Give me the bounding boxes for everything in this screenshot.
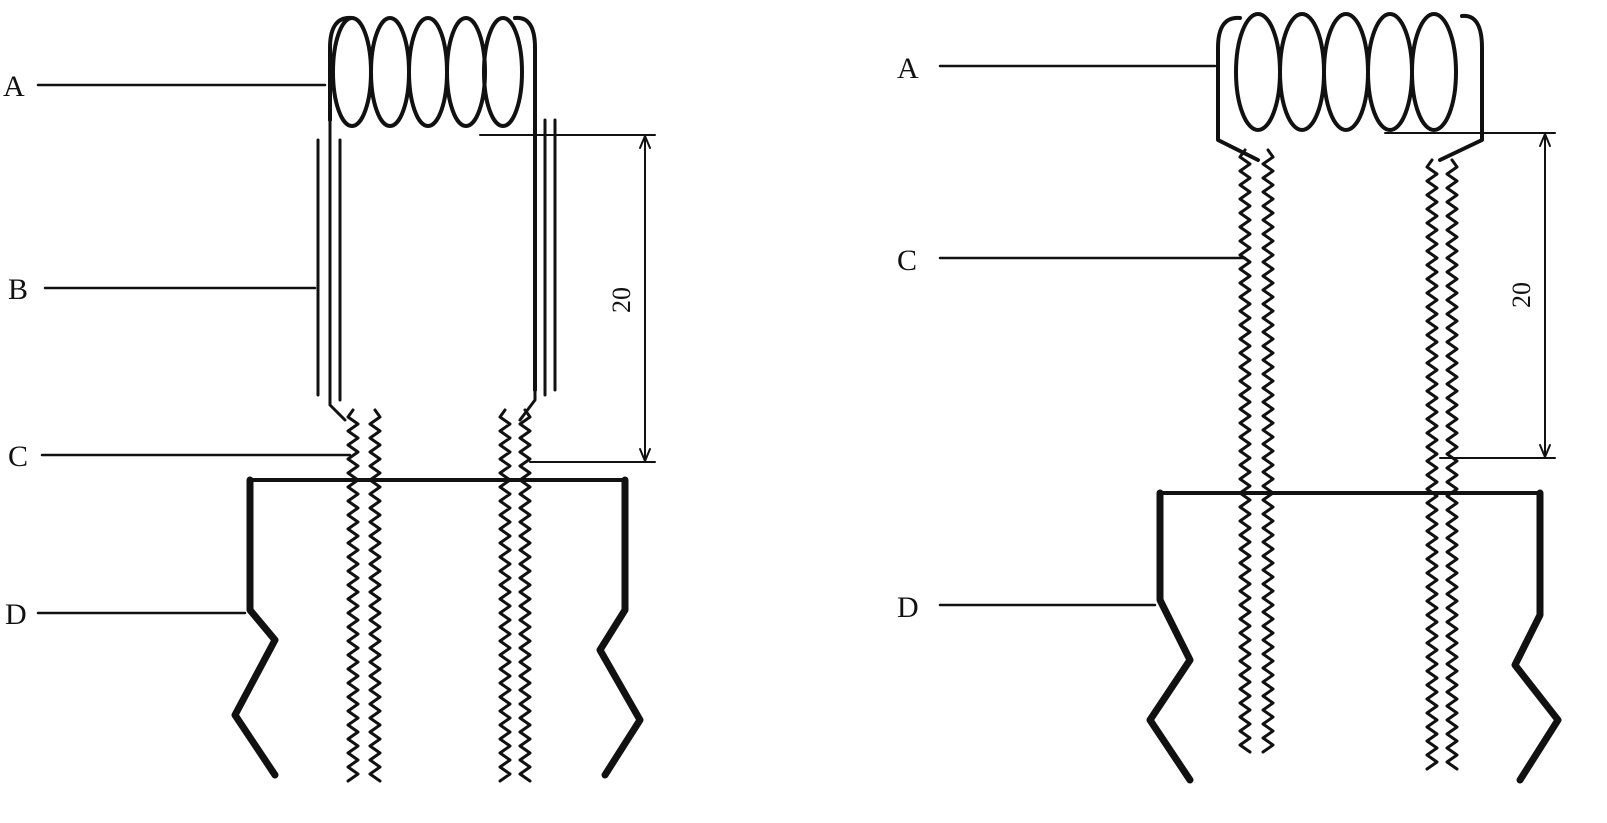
- left-label-b: B: [8, 273, 28, 306]
- right-leaders: [938, 64, 1247, 607]
- right-figure: [938, 12, 1562, 784]
- left-wavy-wire-1: [346, 408, 382, 783]
- left-base-d: [231, 476, 644, 779]
- right-label-c: C: [897, 244, 917, 277]
- left-label-d: D: [5, 598, 27, 631]
- right-dimension-line: [1384, 132, 1556, 459]
- right-coil: [1216, 12, 1484, 162]
- left-sleeve-b-left: [316, 88, 347, 422]
- right-dimension-label: 20: [1507, 282, 1536, 308]
- right-label-d: D: [897, 591, 919, 624]
- left-dimension-label: 20: [607, 287, 636, 313]
- left-sleeve-b-right: [518, 118, 557, 422]
- right-wavy-wire-1: [1238, 148, 1275, 754]
- left-wavy-wire-2: [498, 408, 532, 783]
- left-leaders: [36, 83, 352, 615]
- left-label-c: C: [8, 440, 28, 473]
- left-figure: [36, 15, 656, 783]
- right-wavy-wire-2: [1425, 158, 1459, 771]
- left-coil: [328, 15, 537, 392]
- right-base-d: [1146, 489, 1562, 784]
- right-label-a: A: [897, 52, 919, 85]
- left-dimension-line: [479, 134, 656, 463]
- left-label-a: A: [3, 70, 25, 103]
